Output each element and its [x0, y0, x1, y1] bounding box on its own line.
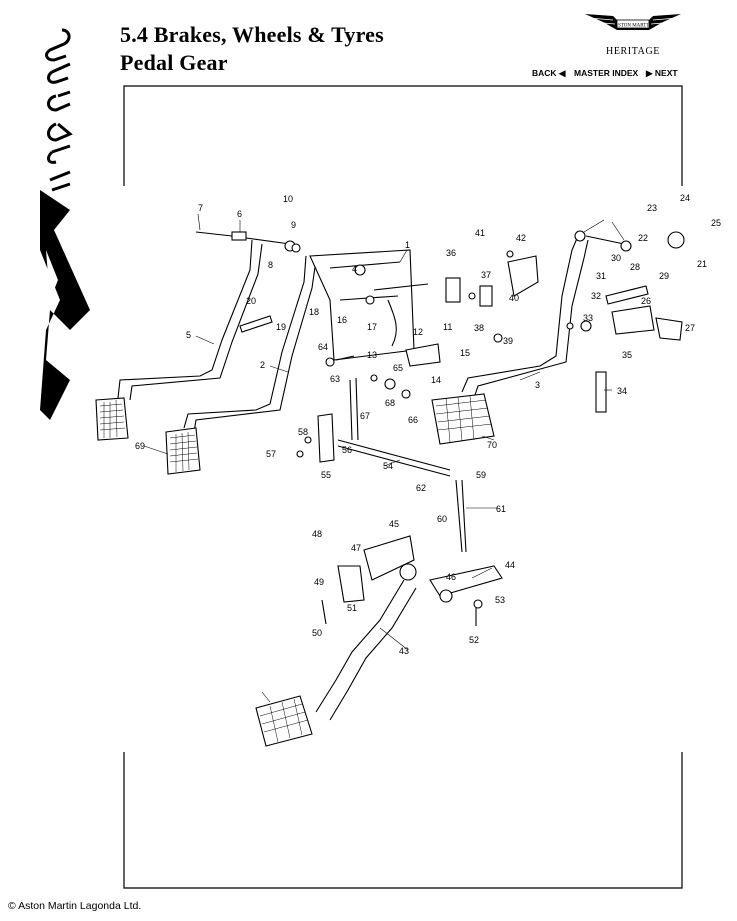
callout-label: 68 — [385, 398, 395, 408]
callout-label: 70 — [487, 440, 497, 450]
aston-martin-logo: ASTON MARTIN — [585, 14, 681, 30]
callout-label: 43 — [399, 646, 409, 656]
virage-vertical-logo — [40, 28, 90, 420]
callout-label: 65 — [393, 363, 403, 373]
callout-label: 62 — [416, 483, 426, 493]
callout-label: 22 — [638, 233, 648, 243]
callout-label: 10 — [283, 194, 293, 204]
callout-label: 51 — [347, 603, 357, 613]
callout-label: 23 — [647, 203, 657, 213]
callout-label: 66 — [408, 415, 418, 425]
callout-label: 8 — [268, 260, 273, 270]
callout-label: 60 — [437, 514, 447, 524]
callout-label: 41 — [475, 228, 485, 238]
back-link[interactable]: BACK ◀ — [532, 68, 566, 78]
callout-label: 7 — [198, 203, 203, 213]
callout-label: 63 — [330, 374, 340, 384]
callout-label: 17 — [367, 322, 377, 332]
callout-label: 1 — [405, 240, 410, 250]
callout-labels: 1 2 3 4 5 6 7 8 9 10 11 12 13 14 15 16 1… — [135, 193, 721, 656]
copyright-notice: © Aston Martin Lagonda Ltd. — [8, 900, 142, 912]
callout-label: 2 — [260, 360, 265, 370]
callout-label: 40 — [509, 293, 519, 303]
callout-label: 54 — [383, 461, 393, 471]
callout-label: 3 — [535, 380, 540, 390]
callout-label: 4 — [352, 264, 357, 274]
callout-label: 11 — [443, 322, 452, 332]
callout-label: 27 — [685, 323, 695, 333]
callout-label: 28 — [630, 262, 640, 272]
callout-label: 6 — [237, 209, 242, 219]
callout-label: 19 — [276, 322, 286, 332]
callout-label: 56 — [342, 445, 352, 455]
heritage-label: HERITAGE — [606, 46, 660, 57]
callout-label: 42 — [516, 233, 526, 243]
callout-label: 21 — [697, 259, 707, 269]
callout-label: 32 — [591, 291, 601, 301]
callout-label: 46 — [446, 572, 456, 582]
page-subtitle: Pedal Gear — [120, 50, 228, 75]
diagram-frame — [123, 85, 683, 889]
callout-label: 57 — [266, 449, 276, 459]
callout-label: 29 — [659, 271, 669, 281]
logo-lettering: ASTON MARTIN — [614, 24, 652, 29]
next-link[interactable]: ▶ NEXT — [646, 68, 678, 78]
master-index-link[interactable]: MASTER INDEX — [574, 68, 639, 78]
callout-label: 26 — [641, 296, 651, 306]
callout-label: 33 — [583, 313, 593, 323]
callout-label: 61 — [496, 504, 506, 514]
callout-label: 5 — [186, 330, 191, 340]
callout-label: 45 — [389, 519, 399, 529]
callout-label: 52 — [469, 635, 479, 645]
callout-label: 9 — [291, 220, 296, 230]
callout-label: 34 — [617, 386, 627, 396]
callout-label: 39 — [503, 336, 513, 346]
callout-label: 36 — [446, 248, 456, 258]
callout-label: 64 — [318, 342, 328, 352]
exploded-parts — [95, 230, 685, 747]
callout-label: 15 — [460, 348, 470, 358]
callout-label: 30 — [611, 253, 621, 263]
callout-label: 50 — [312, 628, 322, 638]
leader-lines — [143, 213, 625, 703]
callout-label: 31 — [596, 271, 606, 281]
callout-label: 16 — [337, 315, 347, 325]
callout-label: 59 — [476, 470, 486, 480]
callout-label: 47 — [351, 543, 361, 553]
callout-label: 14 — [431, 375, 441, 385]
page-title: 5.4 Brakes, Wheels & Tyres — [120, 22, 384, 47]
callout-label: 38 — [474, 323, 484, 333]
callout-label: 25 — [711, 218, 721, 228]
callout-label: 24 — [680, 193, 690, 203]
callout-label: 48 — [312, 529, 322, 539]
callout-label: 55 — [321, 470, 331, 480]
callout-label: 69 — [135, 441, 145, 451]
callout-label: 13 — [367, 350, 377, 360]
callout-label: 18 — [309, 307, 319, 317]
callout-label: 58 — [298, 427, 308, 437]
callout-label: 12 — [413, 327, 423, 337]
callout-label: 53 — [495, 595, 505, 605]
callout-label: 37 — [481, 270, 491, 280]
callout-label: 35 — [622, 350, 632, 360]
callout-label: 20 — [246, 296, 256, 306]
callout-label: 49 — [314, 577, 324, 587]
callout-label: 44 — [505, 560, 515, 570]
callout-label: 67 — [360, 411, 370, 421]
